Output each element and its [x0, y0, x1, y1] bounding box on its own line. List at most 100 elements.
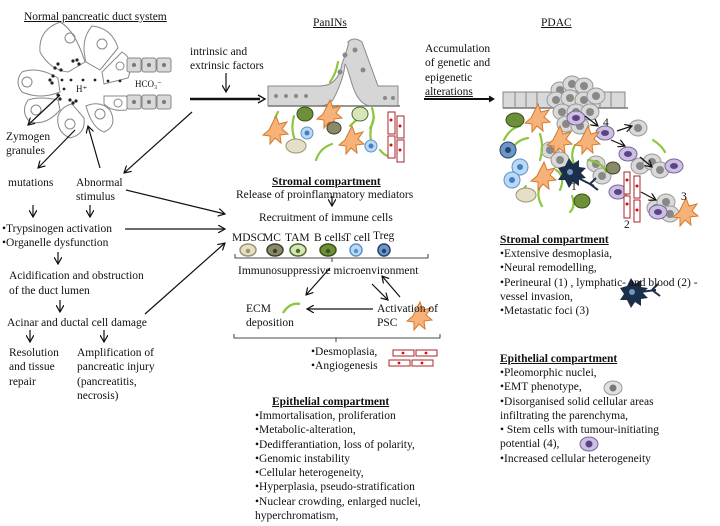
organelle-label: •Organelle dysfunction — [2, 237, 109, 249]
list-item: •Immortalisation, proliferation — [255, 410, 396, 422]
mutations-label: mutations — [8, 177, 54, 189]
immune-cell-nucleus — [353, 248, 359, 254]
duct-cells — [126, 57, 172, 110]
immune-cell-nucleus — [295, 248, 301, 254]
acidification-label-2: of the duct lumen — [9, 285, 90, 297]
pdac-epithelial-list: •Pleomorphic nuclei, •EMT phenotype,•Diso… — [500, 366, 659, 466]
tumor-cell-nucleus — [546, 146, 554, 154]
vessel-icon — [388, 349, 438, 367]
psc-label-2: PSC — [377, 317, 398, 329]
pdac-illustration — [499, 75, 700, 228]
abnormal-stimulus-1: Abnormal — [76, 177, 123, 189]
stem-cell-nucleus — [624, 151, 632, 157]
tumor-cell-nucleus — [558, 108, 566, 116]
tumor-cell-nucleus — [566, 94, 574, 102]
ecm-label-2: deposition — [246, 317, 294, 329]
immune-cell-icons — [239, 243, 391, 257]
recruitment-label: Recruitment of immune cells — [259, 212, 393, 224]
list-item: •EMT phenotype, — [500, 381, 582, 394]
stem-cell-nucleus — [670, 163, 678, 169]
tumor-cell-nucleus — [634, 124, 642, 132]
tumor-cell-nucleus — [636, 162, 644, 170]
acidification-label-1: Acidification and obstruction — [9, 270, 144, 282]
list-item: •Extensive desmoplasia, — [500, 248, 612, 260]
label-1: 1 — [571, 181, 577, 193]
immune-cell-label: TAM — [285, 232, 310, 244]
list-item: •Metabolic-alteration, — [255, 424, 356, 437]
tumor-cell-nucleus — [556, 156, 564, 164]
stem-cell-nucleus — [572, 115, 580, 121]
release-label: Release of proinflammatory mediators — [236, 189, 414, 201]
list-item: • Stem cells with tumour-initiating — [500, 424, 660, 437]
list-item: •Cellular heterogeneity, — [255, 467, 364, 480]
acinar-damage-label: Acinar and ductal cell damage — [7, 317, 147, 329]
list-item: •Dedifferantiation, loss of polarity, — [255, 438, 415, 451]
tumor-cell-nucleus — [552, 96, 560, 104]
panin-stroma-heading: Stromal compartment — [272, 176, 381, 188]
zymogen-label-1: Zymogen — [6, 131, 51, 143]
immune-cell-label: B cells — [314, 232, 346, 244]
immune-cell-label: MDSC — [232, 232, 265, 244]
acinus-illustration — [17, 21, 131, 139]
title-pdac: PDAC — [541, 17, 572, 29]
desmoplasia-label: •Desmoplasia, — [311, 346, 378, 358]
hco3-label: HCO₃⁻ — [135, 79, 162, 89]
panin-epithelial-list: •Immortalisation, proliferation •Metaboli… — [255, 409, 421, 523]
panin-illustration — [261, 38, 405, 163]
tumor-cell-nucleus — [586, 108, 594, 116]
immunosuppressive-label: Immunosuppressive microenvironment — [238, 265, 419, 277]
label-2: 2 — [624, 219, 630, 231]
list-item: potential (4), — [500, 438, 560, 451]
title-normal: Normal pancreatic duct system — [24, 11, 167, 23]
immune-cell-label: T cell — [344, 232, 371, 244]
psc-label-1: Activation of — [377, 303, 438, 315]
stem-cell-icon — [579, 436, 599, 452]
trypsinogen-label: •Trypsinogen activation — [2, 223, 112, 235]
zymogen-label-2: granules — [6, 145, 45, 157]
immune-cell-nucleus — [381, 248, 387, 254]
tumor-cell-nucleus — [656, 166, 664, 174]
panin-stroma-arrows — [233, 196, 441, 342]
psc-icon — [405, 300, 434, 332]
immune-cell-label: Treg — [373, 230, 395, 242]
tumor-cell-nucleus — [598, 172, 606, 180]
immune-cell-nucleus — [325, 248, 331, 254]
angiogenesis-label: •Angiogenesis — [311, 360, 378, 372]
abnormal-stimulus-2: stimulus — [76, 191, 115, 203]
emt-cell-icon — [603, 380, 623, 396]
tumor-cell-nucleus — [662, 198, 670, 206]
title-panins: PanINs — [313, 17, 347, 29]
stem-cell-nucleus — [614, 189, 622, 195]
tumor-cell-nucleus — [666, 210, 674, 218]
stem-cell-nucleus — [654, 209, 662, 215]
tumor-cell-nucleus — [580, 82, 588, 90]
ecm-label-1: ECM — [246, 303, 271, 315]
list-item: •Genomic instability — [255, 452, 351, 465]
ecm-fibre-icon — [281, 302, 301, 314]
tumor-cell-nucleus — [568, 80, 576, 88]
list-item: vessel invasion, — [500, 290, 573, 303]
pdac-stroma-list: •Extensive desmoplasia, •Neural remodelli… — [500, 247, 698, 318]
left-flow-arrows — [28, 73, 226, 342]
pdac-epithelial-heading: Epithelial compartment — [500, 353, 618, 365]
immune-cell-label: MC — [263, 232, 281, 244]
zymogen-granules — [48, 58, 122, 105]
list-item: •Hyperplasia, pseudo-stratification — [255, 481, 415, 494]
list-item: •Metastatic foci (3) — [500, 305, 589, 318]
panin-epithelial-heading: Epithelial compartment — [272, 396, 390, 408]
list-item: hyperchromatism, — [255, 510, 339, 523]
list-item: •Increased cellular heterogeneity — [500, 452, 651, 465]
immune-cell-nucleus — [272, 248, 278, 254]
list-item: •Pleomorphic nuclei, — [500, 367, 597, 379]
stem-cell-nucleus — [601, 130, 609, 136]
list-item: •Disorganised solid cellular areas — [500, 395, 654, 408]
list-item: •Neural remodelling, — [500, 262, 597, 275]
tumor-cell-nucleus — [592, 92, 600, 100]
list-item: •Nuclear crowding, enlarged nuclei, — [255, 495, 421, 508]
label-3: 3 — [681, 191, 687, 203]
label-4: 4 — [603, 117, 609, 129]
